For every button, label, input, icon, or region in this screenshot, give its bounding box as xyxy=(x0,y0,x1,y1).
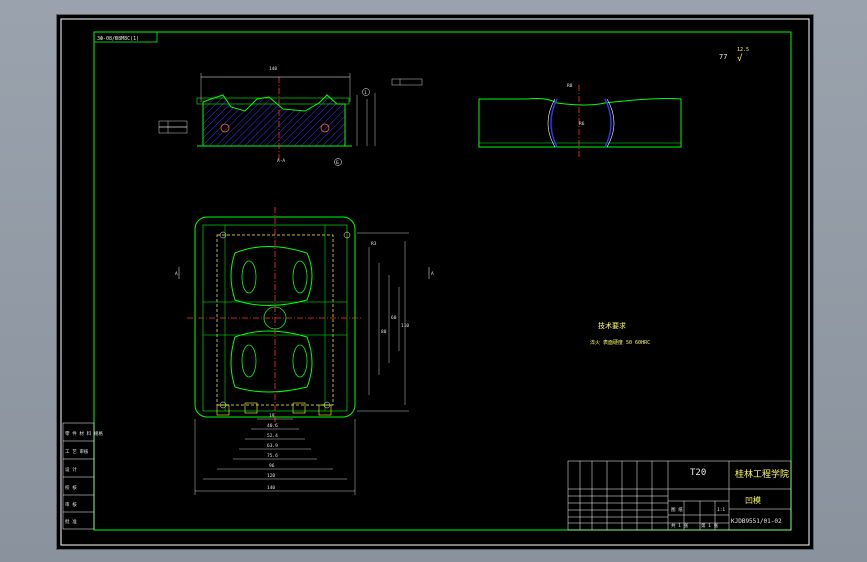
top-left-code: ЗФ-08/Ю8М8С(1) xyxy=(97,36,139,42)
svg-text:120: 120 xyxy=(267,473,275,479)
dim-width-top: 140 xyxy=(269,66,277,72)
section-view: 140 A-A 1 Б xyxy=(158,66,423,166)
svg-text:63.9: 63.9 xyxy=(267,443,278,449)
pin-hole-left xyxy=(220,123,230,133)
svg-text:R8: R8 xyxy=(567,83,573,89)
datum-marker-1-label: 1 xyxy=(364,90,367,96)
left-table-row-2: 工 艺 审核 xyxy=(65,448,89,455)
scale-label: 图 纸 xyxy=(671,506,683,513)
tech-req-line: 淬火 表面硬度 50 60HRC xyxy=(590,339,650,346)
left-revision-labels: 零 件 材 料 规格 工 艺 审核 设 计 校 核 审 核 批 准 xyxy=(65,430,103,525)
left-table-row-4: 校 核 xyxy=(65,484,77,491)
sheet-total: 共 1 张 xyxy=(671,522,689,529)
outer-sheet-border xyxy=(60,18,810,546)
svg-text:60: 60 xyxy=(391,315,397,321)
view-label-right: A xyxy=(431,271,434,277)
top-left-code-box: ЗФ-08/Ю8М8С(1) xyxy=(93,31,158,43)
svg-text:52.4: 52.4 xyxy=(267,433,278,439)
drawing-sheet: ЗФ-08/Ю8М8С(1) 77 12.5 √ 140 A-A xyxy=(60,18,810,546)
section-body xyxy=(202,94,346,147)
plan-dimensions-horizontal xyxy=(194,418,356,495)
roughness-note: 77 xyxy=(719,53,727,61)
material-label: T20 xyxy=(690,468,706,478)
plan-dimension-labels-horizontal: 19 40.6 52.4 63.9 75.6 96 120 140 xyxy=(267,413,278,491)
plan-dimensions-vertical xyxy=(357,232,409,412)
plan-dimension-labels-vertical: R3 60 80 110 xyxy=(371,241,409,335)
view-label-left: A xyxy=(175,271,178,277)
title-block xyxy=(567,460,792,531)
left-revision-table xyxy=(62,422,95,530)
svg-text:R3: R3 xyxy=(371,241,377,247)
side-view: R8 R6 xyxy=(478,83,682,157)
svg-text:140: 140 xyxy=(267,485,275,491)
left-table-row-6: 批 准 xyxy=(65,518,77,525)
section-label: A-A xyxy=(277,158,285,164)
datum-marker-2-label: Б xyxy=(336,160,339,166)
svg-text:40.6: 40.6 xyxy=(267,423,278,429)
svg-text:80: 80 xyxy=(381,329,387,335)
svg-text:96: 96 xyxy=(269,463,275,469)
part-name: 凹模 xyxy=(745,495,761,505)
sheet-number: 第 1 张 xyxy=(701,522,719,529)
drawing-number: KJDB9551/01-02 xyxy=(731,518,782,525)
svg-text:110: 110 xyxy=(401,323,409,329)
technical-requirements: 技术要求 淬火 表面硬度 50 60HRC xyxy=(590,321,650,346)
scale-value: 1:1 xyxy=(717,507,725,513)
cavity-lower xyxy=(230,330,313,393)
datum-marker-1 xyxy=(362,88,370,96)
datum-marker-2 xyxy=(334,158,342,166)
cavity-upper xyxy=(230,246,313,306)
svg-text:75.6: 75.6 xyxy=(267,453,278,459)
school-name: 桂林工程学院 xyxy=(735,468,789,480)
roughness-symbol-icon: √ xyxy=(737,53,743,64)
cad-viewport[interactable]: ЗФ-08/Ю8М8С(1) 77 12.5 √ 140 A-A xyxy=(56,14,814,550)
inner-drawing-frame xyxy=(93,31,792,531)
tech-req-title: 技术要求 xyxy=(598,321,626,330)
svg-text:19: 19 xyxy=(269,413,275,419)
left-table-row-1: 零 件 材 料 规格 xyxy=(65,430,103,437)
roughness-value: 12.5 xyxy=(737,47,749,53)
left-table-row-3: 设 计 xyxy=(65,466,77,473)
left-table-row-5: 审 核 xyxy=(65,501,77,508)
svg-text:R6: R6 xyxy=(579,121,585,127)
pin-hole-right xyxy=(320,123,330,133)
plan-view: A A xyxy=(175,207,434,425)
